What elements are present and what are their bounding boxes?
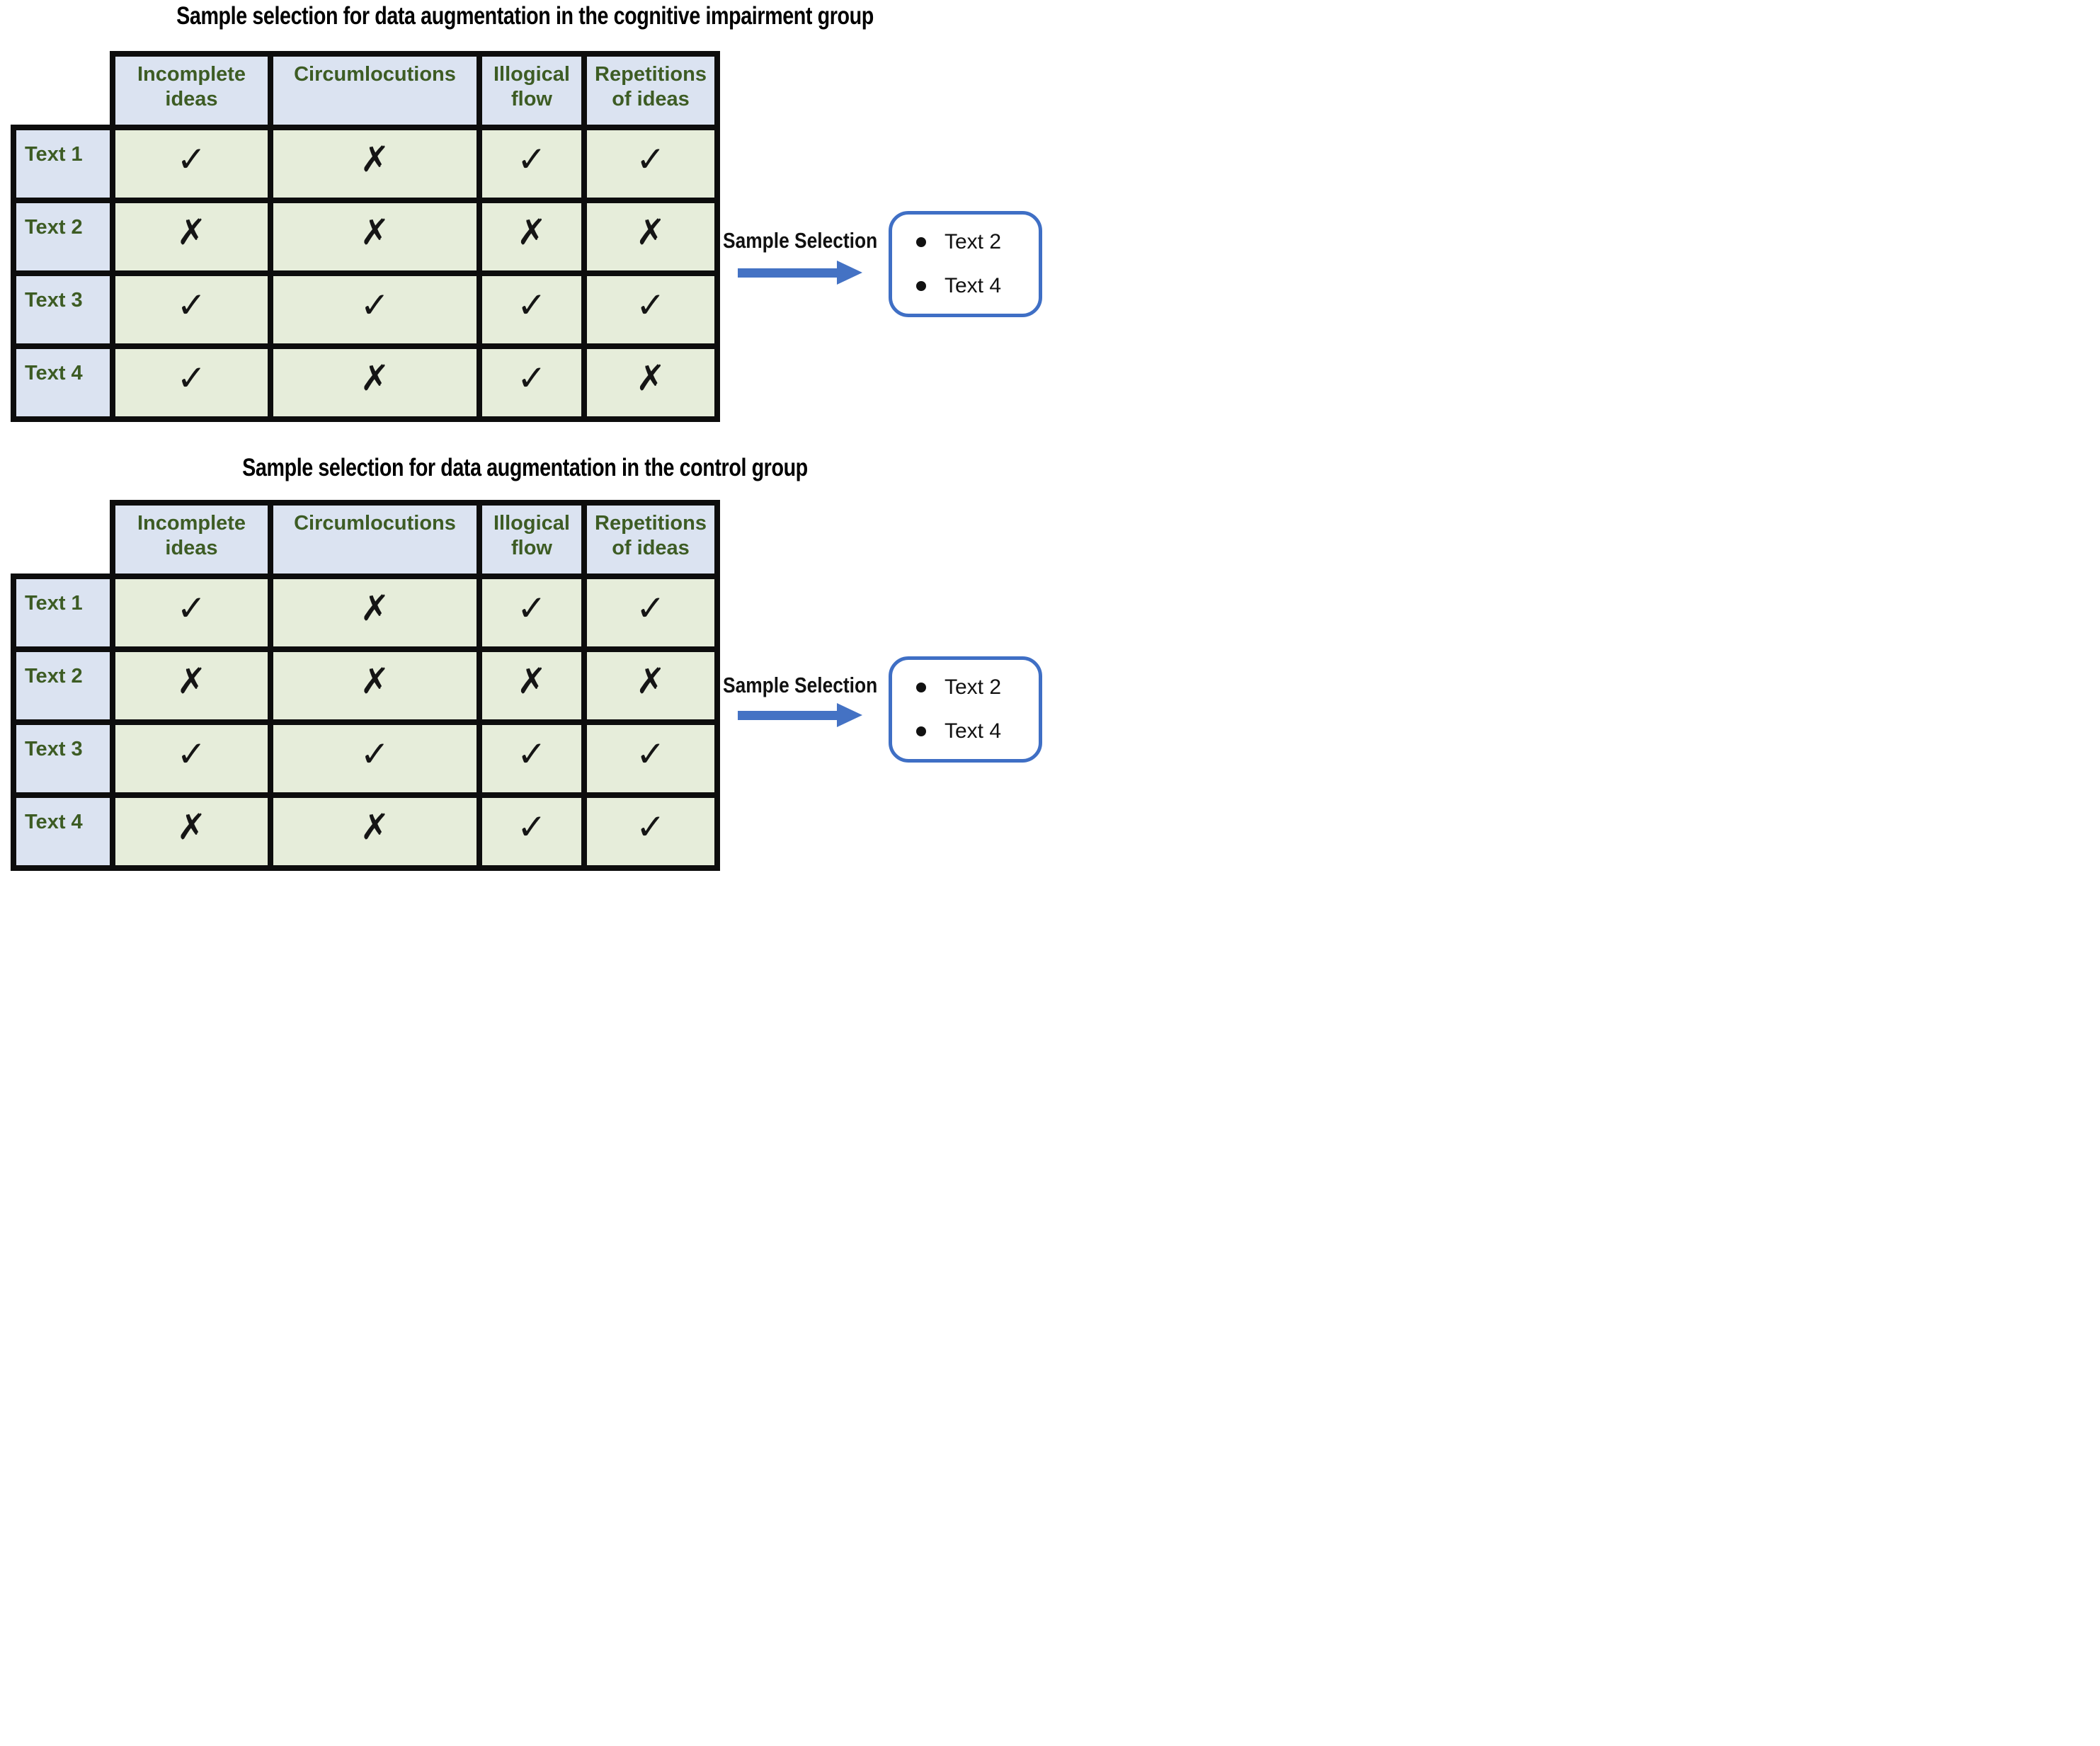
selection-result-box: Text 2 Text 4 [889, 656, 1042, 763]
table-row: Text 1 ✓ ✗ ✓ ✓ [11, 125, 720, 203]
row-label-text-4: Text 4 [11, 343, 115, 422]
section-title-cognitive-impairment: Sample selection for data augmentation i… [176, 2, 874, 30]
mark-cell: ✗ [477, 198, 587, 276]
arrow-right-icon [738, 703, 862, 727]
mark-cell: ✓ [477, 719, 587, 798]
table-row: Text 3 ✓ ✓ ✓ ✓ [11, 719, 720, 798]
table-row: Text 1 ✓ ✗ ✓ ✓ [11, 574, 720, 652]
mark-cell: ✓ [110, 343, 273, 422]
arrow-shaft [738, 268, 837, 278]
column-header-incomplete-ideas: Incomplete ideas [110, 51, 273, 130]
mark-cell: ✓ [110, 574, 273, 652]
list-item: Text 4 [916, 719, 1039, 743]
list-item: Text 4 [916, 274, 1039, 298]
bullet-icon [916, 683, 926, 692]
mark-cell: ✗ [268, 792, 482, 871]
table-row: Text 3 ✓ ✓ ✓ ✓ [11, 270, 720, 349]
column-header-circumlocutions: Circumlocutions [268, 500, 482, 579]
selection-table-cognitive-impairment: Incomplete ideas Circumlocutions Illogic… [11, 51, 720, 422]
mark-cell: ✓ [477, 574, 587, 652]
column-header-illogical-flow: Illogical flow [477, 51, 587, 130]
table-row: Text 4 ✓ ✗ ✓ ✗ [11, 343, 720, 422]
selection-result-box: Text 2 Text 4 [889, 211, 1042, 317]
mark-cell: ✓ [477, 270, 587, 349]
mark-cell: ✗ [581, 646, 720, 725]
bullet-icon [916, 237, 926, 247]
bullet-icon [916, 726, 926, 736]
row-label-text-2: Text 2 [11, 198, 115, 276]
sample-selection-label: Sample Selection [723, 673, 878, 697]
table-row: Text 2 ✗ ✗ ✗ ✗ [11, 198, 720, 276]
row-label-text-3: Text 3 [11, 270, 115, 349]
mark-cell: ✗ [268, 343, 482, 422]
mark-cell: ✓ [477, 343, 587, 422]
corner-spacer [13, 503, 113, 576]
mark-cell: ✓ [581, 574, 720, 652]
mark-cell: ✗ [268, 198, 482, 276]
mark-cell: ✓ [268, 719, 482, 798]
column-header-circumlocutions: Circumlocutions [268, 51, 482, 130]
column-header-illogical-flow: Illogical flow [477, 500, 587, 579]
mark-cell: ✗ [268, 125, 482, 203]
mark-cell: ✗ [110, 198, 273, 276]
mark-cell: ✓ [477, 125, 587, 203]
selected-text-label: Text 4 [945, 274, 1002, 297]
row-label-text-4: Text 4 [11, 792, 115, 871]
arrow-shaft [738, 710, 837, 720]
row-label-text-3: Text 3 [11, 719, 115, 798]
mark-cell: ✗ [110, 646, 273, 725]
selection-table-control-group: Incomplete ideas Circumlocutions Illogic… [11, 500, 720, 871]
arrow-head [837, 703, 862, 727]
mark-cell: ✓ [581, 719, 720, 798]
row-label-text-1: Text 1 [11, 125, 115, 203]
list-item: Text 2 [916, 230, 1039, 254]
column-header-repetitions-of-ideas: Repetitions of ideas [581, 500, 720, 579]
arrow-head [837, 261, 862, 285]
mark-cell: ✗ [477, 646, 587, 725]
selected-text-label: Text 2 [945, 675, 1002, 699]
mark-cell: ✓ [581, 792, 720, 871]
mark-cell: ✗ [268, 646, 482, 725]
mark-cell: ✓ [110, 125, 273, 203]
row-label-text-1: Text 1 [11, 574, 115, 652]
corner-spacer [13, 54, 113, 127]
row-label-text-2: Text 2 [11, 646, 115, 725]
mark-cell: ✓ [581, 125, 720, 203]
column-header-repetitions-of-ideas: Repetitions of ideas [581, 51, 720, 130]
selected-text-label: Text 2 [945, 230, 1002, 253]
table-row: Text 2 ✗ ✗ ✗ ✗ [11, 646, 720, 725]
table-row: Text 4 ✗ ✗ ✓ ✓ [11, 792, 720, 871]
column-header-incomplete-ideas: Incomplete ideas [110, 500, 273, 579]
mark-cell: ✓ [110, 270, 273, 349]
mark-cell: ✓ [581, 270, 720, 349]
mark-cell: ✗ [268, 574, 482, 652]
mark-cell: ✗ [581, 343, 720, 422]
mark-cell: ✗ [581, 198, 720, 276]
mark-cell: ✓ [477, 792, 587, 871]
mark-cell: ✓ [268, 270, 482, 349]
list-item: Text 2 [916, 675, 1039, 700]
mark-cell: ✓ [110, 719, 273, 798]
sample-selection-label: Sample Selection [723, 228, 878, 253]
section-title-control-group: Sample selection for data augmentation i… [242, 454, 808, 481]
bullet-icon [916, 281, 926, 291]
selected-text-label: Text 4 [945, 719, 1002, 743]
mark-cell: ✗ [110, 792, 273, 871]
arrow-right-icon [738, 261, 862, 285]
